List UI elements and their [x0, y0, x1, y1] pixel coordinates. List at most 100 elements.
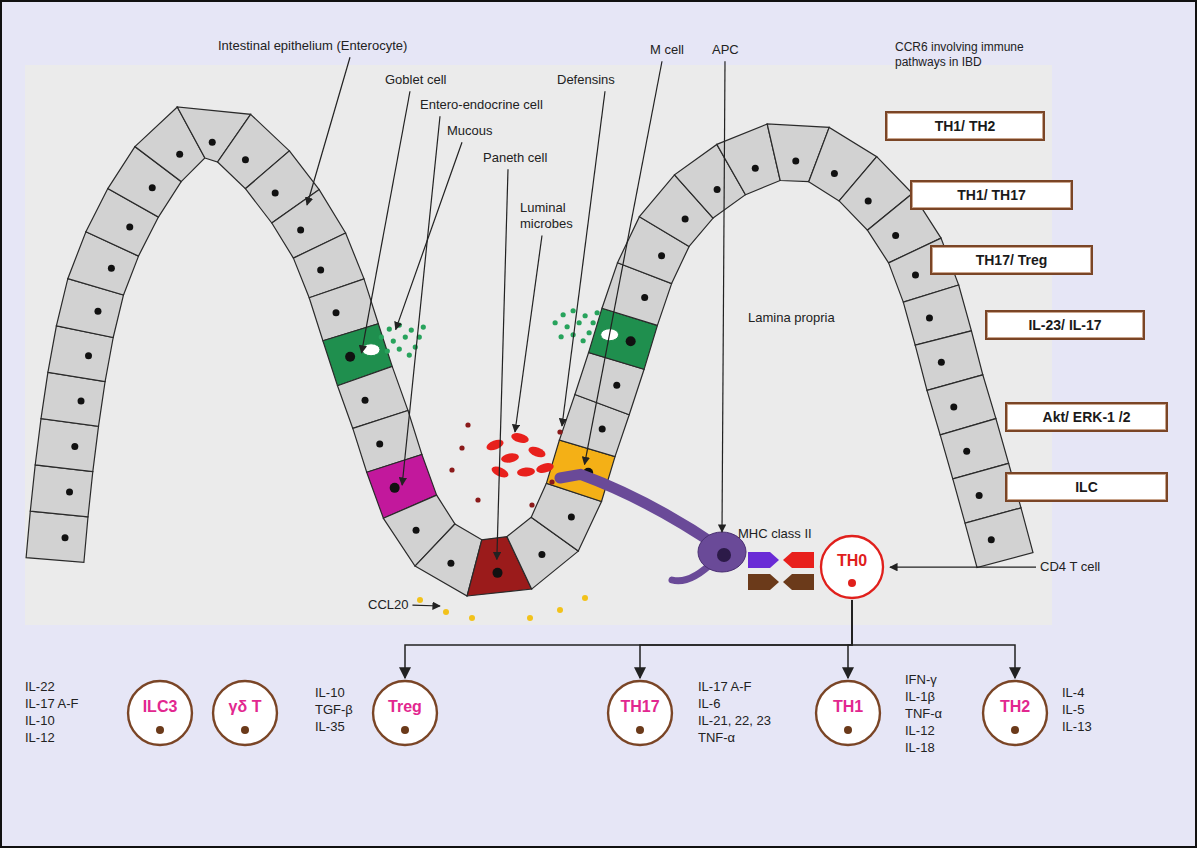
- mucous-dot: [413, 344, 418, 349]
- cytokine-label: IL-22: [25, 679, 55, 695]
- leader-arrow: [497, 169, 508, 559]
- enterocyte-cell: [35, 419, 98, 472]
- enterocyte-cell: [965, 508, 1033, 568]
- part-label: Intestinal epithelium (Enterocyte): [218, 38, 407, 54]
- cell-nucleus: [333, 309, 340, 316]
- mucous-dot: [577, 320, 582, 325]
- leader-arrow: [585, 61, 662, 464]
- cell-name: ILC3: [143, 698, 178, 716]
- cell-name: TH17: [620, 698, 659, 716]
- cell-nucleus: [831, 170, 838, 177]
- ccl20-dot: [443, 609, 449, 615]
- leader-arrow: [362, 91, 410, 353]
- cytokine-label: IFN-γ: [905, 672, 937, 688]
- cytokine-label: IL-1β: [905, 689, 935, 705]
- part-label: Mucous: [447, 123, 493, 139]
- leader-arrow: [412, 605, 440, 607]
- cell-nucleus: [66, 489, 73, 496]
- cell-nucleus: [568, 513, 575, 520]
- part-label: Lamina propria: [748, 310, 835, 326]
- mucous-dot: [581, 338, 586, 343]
- circle-shape: [821, 536, 883, 598]
- tcr-molecule: [783, 552, 814, 568]
- pathway-box: ILC: [1005, 472, 1168, 502]
- enterocyte-cell: [30, 465, 93, 517]
- leader-arrow: [307, 57, 350, 205]
- cell-nucleus: [71, 443, 78, 450]
- leader-arrow: [396, 142, 462, 329]
- cytokine-label: IL-12: [905, 723, 935, 739]
- part-label: Defensins: [557, 72, 615, 88]
- defensin-dot: [557, 429, 562, 434]
- mucous-dot: [571, 308, 576, 313]
- nucleus-dot: [848, 579, 856, 587]
- apc-cell: [560, 474, 746, 580]
- cytokine-label: IL-4: [1062, 685, 1084, 701]
- part-label: MHC class II: [738, 526, 812, 542]
- ccl20-dot: [417, 597, 423, 603]
- nucleus-dot: [401, 726, 409, 734]
- nucleus-dot: [636, 726, 644, 734]
- ccl20-dot: [469, 615, 475, 621]
- luminal-microbe: [535, 461, 555, 474]
- tissue-panel: [25, 65, 1052, 625]
- cytokine-label: IL-6: [698, 696, 720, 712]
- cell-nucleus: [345, 352, 355, 362]
- cell-nucleus: [714, 186, 721, 193]
- cell-nucleus: [85, 352, 92, 359]
- cell-nucleus: [390, 483, 400, 493]
- cell-circle: TH1: [814, 679, 882, 747]
- defensin-dot: [549, 479, 554, 484]
- pathway-box: TH1/ TH17: [910, 180, 1073, 210]
- part-label: M cell: [650, 42, 684, 58]
- part-label: CD4 T cell: [1040, 559, 1100, 575]
- mhc-tcr-shapes: [748, 552, 814, 590]
- cell-nucleus: [988, 536, 995, 543]
- pathway-box: TH17/ Treg: [930, 245, 1093, 275]
- cell-nucleus: [641, 294, 648, 301]
- cell-name: TH0: [837, 552, 867, 570]
- mucous-dot: [379, 334, 384, 339]
- leader-arrow: [722, 61, 725, 532]
- mucous-dot: [553, 320, 558, 325]
- pathway-label: TH1/ TH17: [957, 187, 1025, 203]
- defensin-dot: [475, 497, 480, 502]
- mucous-dot: [591, 320, 596, 325]
- circle-shape: [213, 681, 277, 745]
- differentiation-arrow: [405, 600, 852, 678]
- luminal-microbe: [527, 445, 547, 460]
- part-label: Paneth cell: [483, 150, 547, 166]
- defensin-dot: [449, 467, 454, 472]
- mucous-dot: [407, 352, 412, 357]
- circle-shape: [128, 681, 192, 745]
- circle-shape: [983, 681, 1047, 745]
- cell-nucleus: [792, 158, 799, 165]
- enterocyte-cell: [26, 511, 88, 562]
- cell-circle: Treg: [371, 679, 439, 747]
- mucous-dot: [421, 324, 426, 329]
- cell-nucleus: [126, 224, 133, 231]
- pathway-box: TH1/ TH2: [885, 111, 1045, 141]
- mucous-dot: [391, 338, 396, 343]
- cell-nucleus: [317, 266, 324, 273]
- cell-nucleus: [658, 252, 665, 259]
- defensin-dot: [465, 422, 470, 427]
- cell-nucleus: [493, 568, 503, 578]
- mucous-dot: [403, 334, 408, 339]
- pathway-label: ILC: [1075, 479, 1098, 495]
- cell-name: γδ T: [229, 698, 262, 716]
- pathway-box: Akt/ ERK-1 /2: [1005, 402, 1168, 432]
- cell-circle: TH17: [606, 679, 674, 747]
- cytokine-label: IL-5: [1062, 702, 1084, 718]
- cell-nucleus: [149, 184, 156, 191]
- cell-circle: ILC3: [126, 679, 194, 747]
- ccl20-dot: [582, 595, 588, 601]
- cell-nucleus: [62, 534, 69, 541]
- goblet-vacuole: [362, 344, 380, 356]
- cytokine-label: IL-13: [1062, 719, 1092, 735]
- cytokine-label: IL-17 A-F: [25, 696, 78, 712]
- cell-nucleus: [297, 226, 304, 233]
